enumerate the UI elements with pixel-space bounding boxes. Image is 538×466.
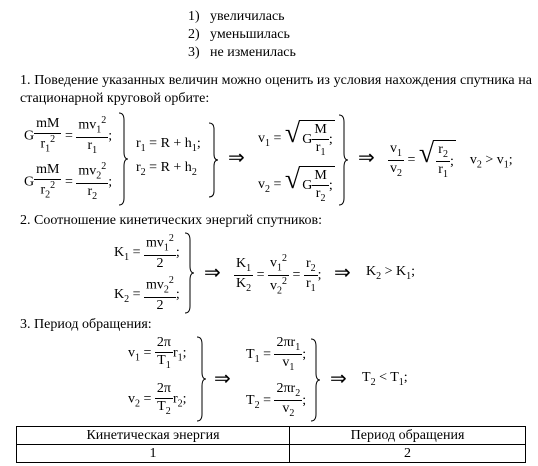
right-brace xyxy=(208,122,218,198)
formula-radius-2: r2 = R + h2 xyxy=(136,160,197,178)
option-item: 2)уменьшилась xyxy=(188,27,290,42)
formula-radius-1: r1 = R + h1; xyxy=(136,136,201,154)
right-brace xyxy=(184,232,194,314)
implies-arrow: ⇒ xyxy=(334,262,351,284)
right-brace xyxy=(118,112,128,206)
option-item: 1)увеличилась xyxy=(188,9,285,24)
formula-kinetic-compare: K2 > K1; xyxy=(366,264,416,282)
formula-period-compare: T2 < T1; xyxy=(362,370,408,388)
answer-table: Кинетическая энергия Период обращения 1 … xyxy=(15,426,526,463)
implies-arrow: ⇒ xyxy=(330,368,347,390)
option-item: 3)не изменилась xyxy=(188,45,296,60)
table-header-cell: Кинетическая энергия xyxy=(15,426,291,445)
table-cell: 1 xyxy=(15,444,291,463)
implies-arrow: ⇒ xyxy=(214,368,231,390)
right-brace xyxy=(338,114,348,206)
right-brace xyxy=(310,338,320,422)
table-row: 1 2 xyxy=(15,444,526,463)
section2-heading: 2. Соотношение кинетических энергий спут… xyxy=(20,213,323,228)
table-header-row: Кинетическая энергия Период обращения xyxy=(15,426,526,445)
section1-text: 1. Поведение указанных величин можно оце… xyxy=(20,73,532,106)
table-header-cell: Период обращения xyxy=(289,426,526,445)
implies-arrow: ⇒ xyxy=(228,147,245,169)
right-brace xyxy=(196,336,206,422)
implies-arrow: ⇒ xyxy=(358,147,375,169)
answer-options: 1)увеличилась 2)уменьшилась 3)не изменил… xyxy=(188,8,296,62)
section3-heading: 3. Период обращения: xyxy=(20,317,152,332)
implies-arrow: ⇒ xyxy=(204,262,221,284)
table-cell: 2 xyxy=(289,444,526,463)
